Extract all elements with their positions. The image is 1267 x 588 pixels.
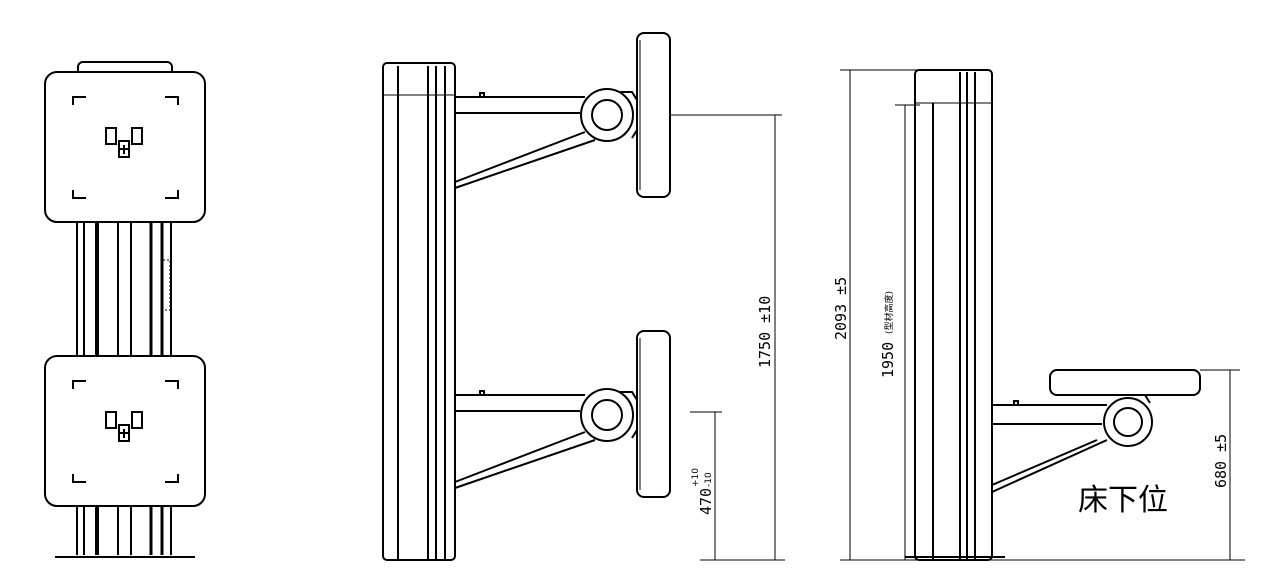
dim-profile-height: 1950 (879, 342, 897, 378)
connector-strip (162, 259, 171, 311)
dimension-lines-side (670, 114, 785, 561)
detector-panel-lower (44, 355, 206, 507)
under-bed-view: 2093 ±5 1950 (型材高度) 680 ±5 床下位 (832, 69, 1245, 561)
dim-total-height: 2093 ±5 (832, 277, 850, 340)
dim-lower-height: 470 (697, 488, 715, 515)
lower-arm (454, 330, 671, 498)
under-bed-label: 床下位 (1078, 483, 1168, 518)
upper-arm (454, 32, 671, 198)
column (382, 62, 456, 561)
front-view (44, 61, 206, 558)
dim-lower-tol-plus: +10 (691, 468, 701, 487)
dimension-lines-right (840, 69, 1245, 561)
dim-lower-tol-minus: -10 (704, 472, 714, 487)
side-view: 1750 ±10 470 +10 -10 (382, 32, 785, 561)
dim-upper-height: 1750 ±10 (756, 296, 774, 368)
arm-under-bed (991, 369, 1201, 493)
dim-under-bed-height: 680 ±5 (1212, 434, 1230, 488)
dim-profile-height-note: (型材高度) (883, 291, 895, 334)
detector-panel-upper (44, 71, 206, 223)
column-right (914, 69, 993, 561)
